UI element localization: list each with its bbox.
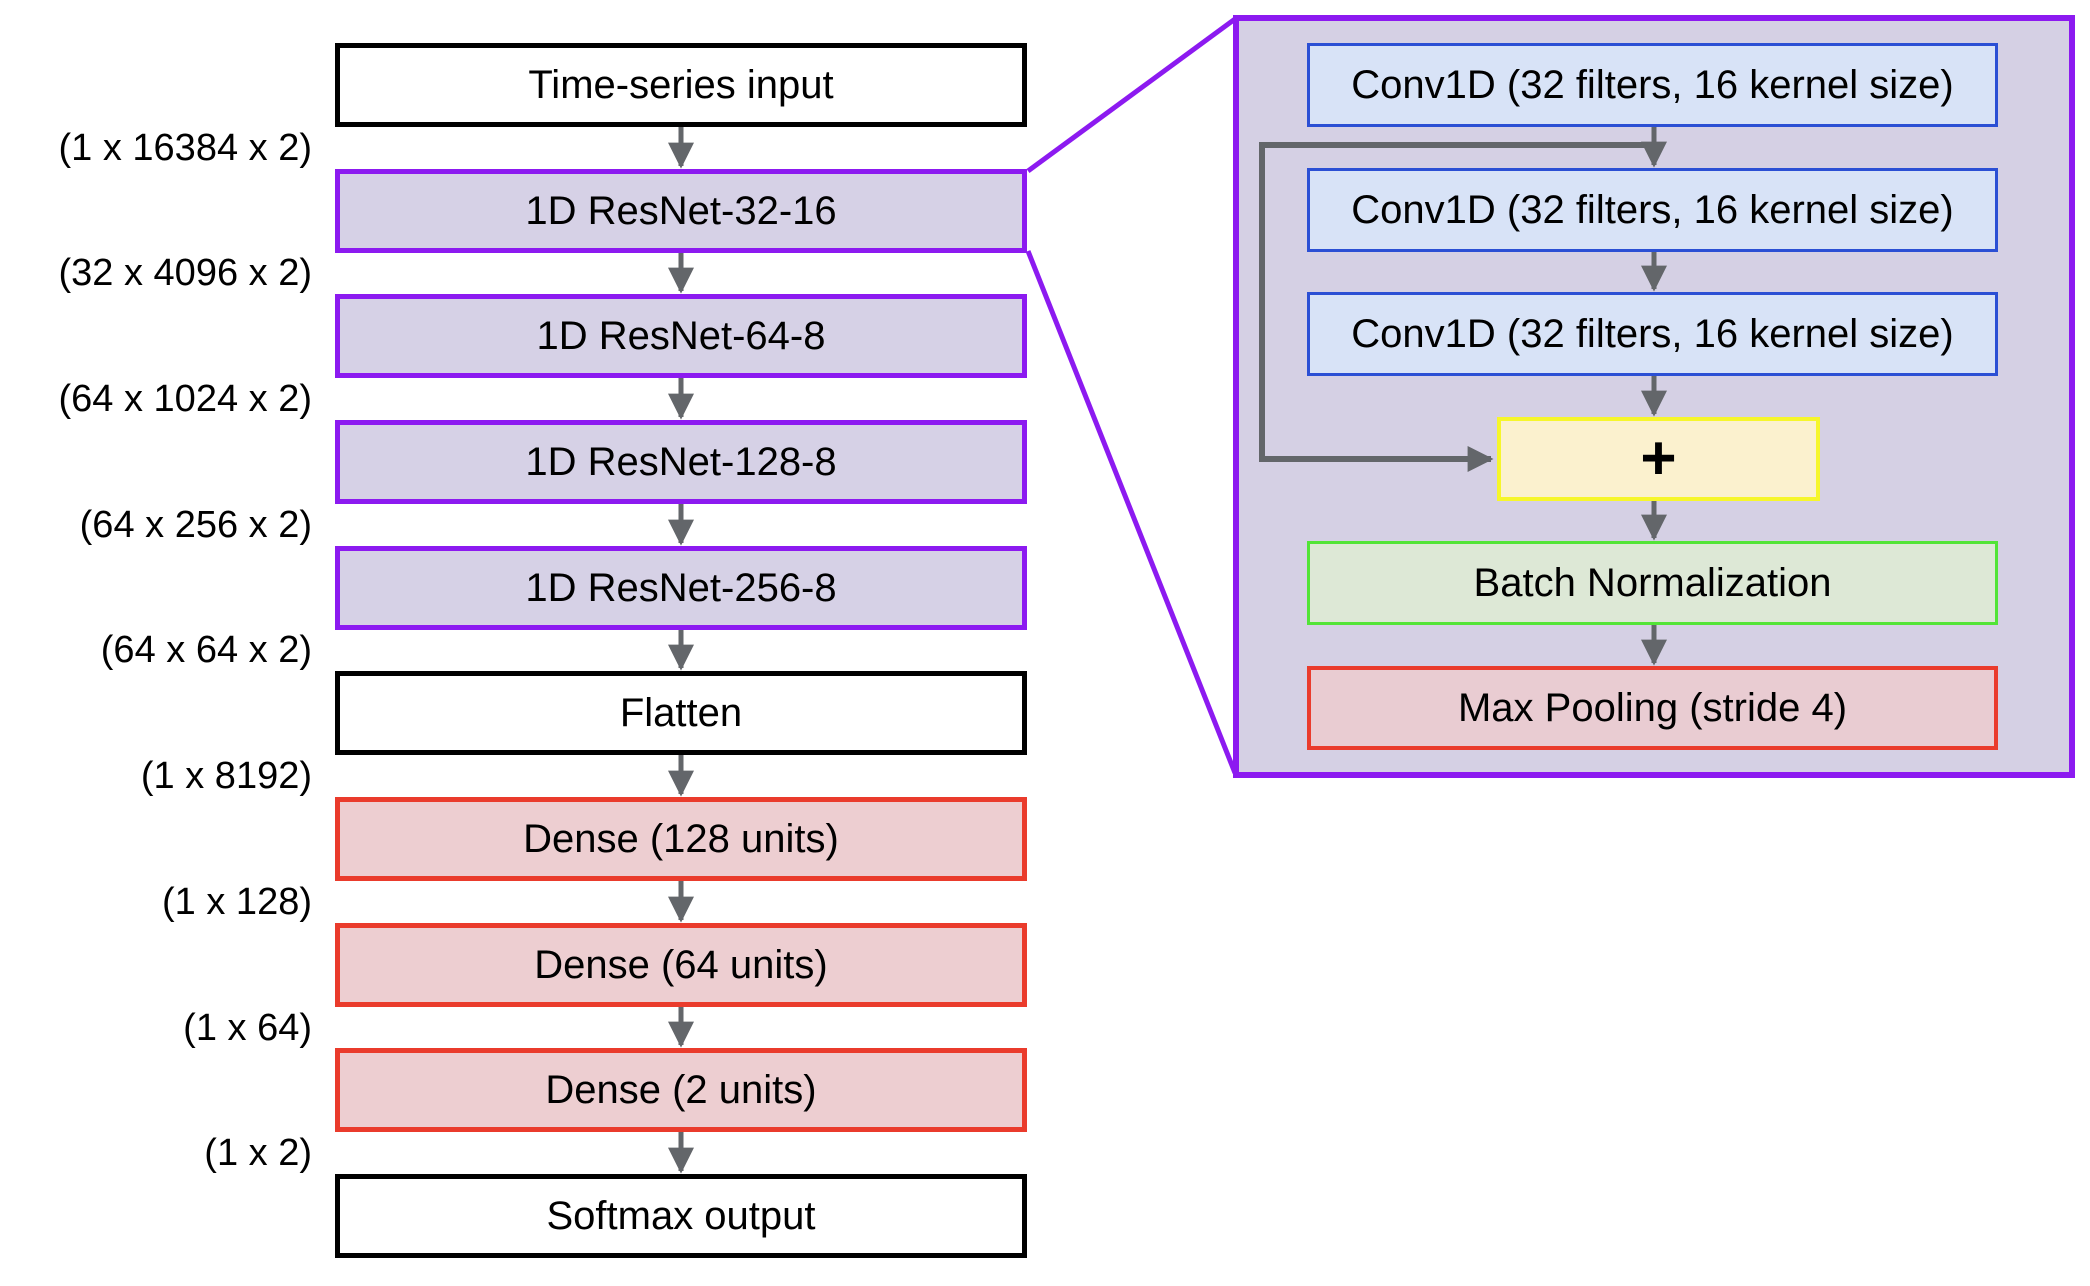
detail-box-max-pooling: Max Pooling (stride 4) xyxy=(1307,666,1998,750)
detail-box-conv1d-2: Conv1D (32 filters, 16 kernel size) xyxy=(1307,168,1998,252)
dim-label-dense64: (1 x 64) xyxy=(183,1007,312,1049)
dim-label-resnet3: (64 x 256 x 2) xyxy=(79,504,312,546)
dim-label-dense128: (1 x 128) xyxy=(162,881,312,923)
layer-box-time-series-input: Time-series input xyxy=(335,43,1027,127)
dim-label-resnet2: (64 x 1024 x 2) xyxy=(58,378,312,420)
detail-box-add-junction: + xyxy=(1497,417,1820,501)
detail-box-conv1d-3: Conv1D (32 filters, 16 kernel size) xyxy=(1307,292,1998,376)
layer-box-resnet-128-8: 1D ResNet-128-8 xyxy=(335,420,1027,504)
layer-box-dense-128: Dense (128 units) xyxy=(335,797,1027,881)
callout-line-bottom xyxy=(1025,250,1238,774)
dim-label-input: (1 x 16384 x 2) xyxy=(58,127,312,169)
layer-box-dense-2: Dense (2 units) xyxy=(335,1048,1027,1132)
layer-box-softmax-output: Softmax output xyxy=(335,1174,1027,1258)
layer-box-resnet-256-8: 1D ResNet-256-8 xyxy=(335,546,1027,630)
callout-lines xyxy=(1025,16,1238,774)
detail-box-conv1d-1: Conv1D (32 filters, 16 kernel size) xyxy=(1307,43,1998,127)
layer-box-dense-64: Dense (64 units) xyxy=(335,923,1027,1007)
detail-box-batch-norm: Batch Normalization xyxy=(1307,541,1998,625)
dim-label-flatten: (1 x 8192) xyxy=(140,755,312,797)
dim-label-dense2: (1 x 2) xyxy=(204,1132,312,1174)
dim-label-resnet1: (32 x 4096 x 2) xyxy=(58,252,312,294)
dim-label-resnet4: (64 x 64 x 2) xyxy=(100,629,312,671)
skip-connection-line xyxy=(1259,142,1654,472)
callout-line-top xyxy=(1026,16,1237,174)
layer-box-resnet-32-16: 1D ResNet-32-16 xyxy=(335,169,1027,253)
layer-box-resnet-64-8: 1D ResNet-64-8 xyxy=(335,294,1027,378)
layer-box-flatten: Flatten xyxy=(335,671,1027,755)
